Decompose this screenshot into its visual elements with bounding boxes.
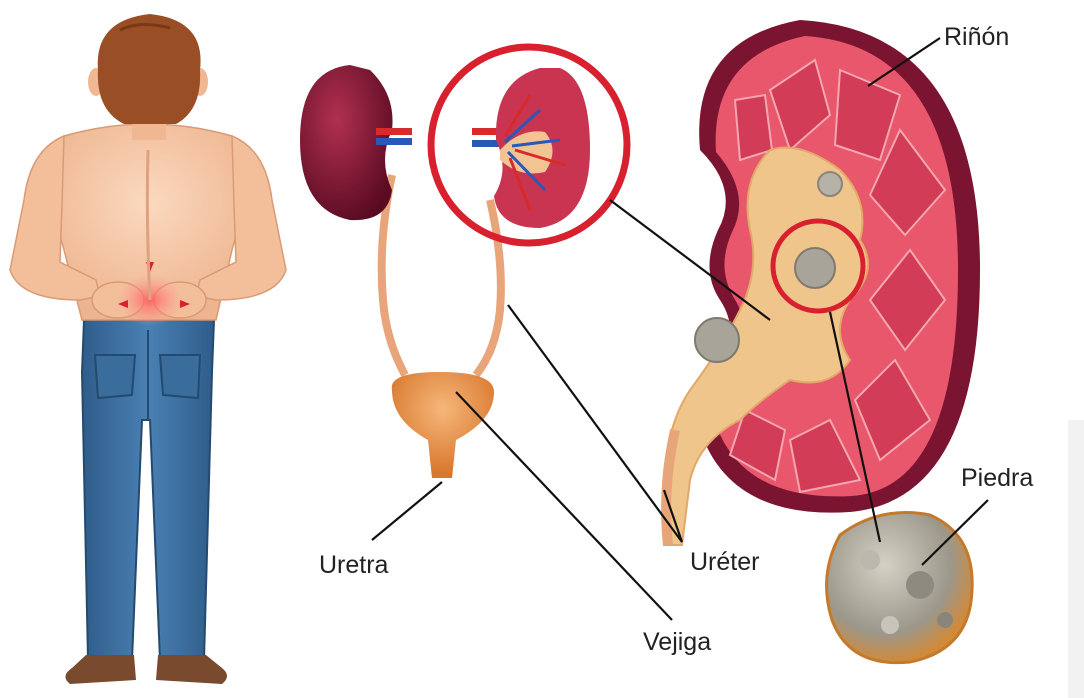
right-shoe [156, 655, 227, 684]
label-stone: Piedra [961, 466, 1033, 491]
bladder [392, 372, 494, 478]
kidney-stone [827, 513, 973, 663]
ureter-leader-1 [508, 305, 682, 542]
vejiga-leader [456, 392, 672, 620]
label-bladder: Vejiga [643, 630, 711, 655]
label-urethra: Uretra [319, 553, 388, 578]
kidney-cross-section [662, 20, 980, 545]
urinary-system [300, 47, 627, 478]
man-with-back-pain [10, 14, 286, 684]
hair [98, 14, 201, 124]
edge-strip [1068, 420, 1084, 698]
uretra-leader [372, 482, 442, 540]
left-shoe [65, 655, 136, 684]
label-ureter: Uréter [690, 550, 759, 575]
label-kidney: Riñón [944, 25, 1009, 50]
